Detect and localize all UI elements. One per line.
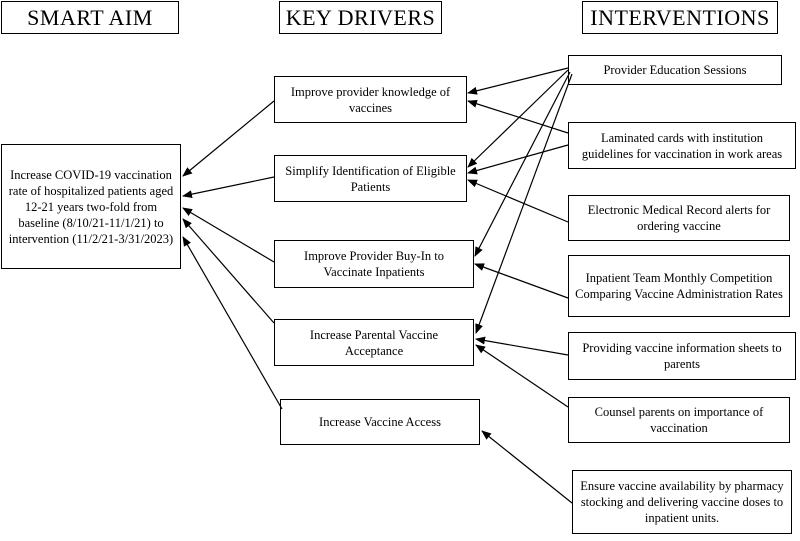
intervention-info-sheets: Providing vaccine information sheets to … bbox=[568, 332, 796, 380]
arrow-education-to-driver3 bbox=[474, 71, 571, 257]
header-smart-aim: SMART AIM bbox=[1, 1, 179, 34]
driver-vaccine-access: Increase Vaccine Access bbox=[280, 399, 480, 445]
arrow-availability-to-driver5 bbox=[481, 430, 573, 504]
arrow-driver4-to-aim bbox=[182, 218, 275, 324]
intervention-education-sessions: Provider Education Sessions bbox=[568, 55, 782, 85]
arrow-emr-to-driver2 bbox=[467, 179, 569, 223]
header-interventions: INTERVENTIONS bbox=[582, 1, 778, 34]
header-key-drivers: KEY DRIVERS bbox=[279, 1, 442, 34]
intervention-counsel-parents: Counsel parents on importance of vaccina… bbox=[568, 397, 790, 443]
driver-provider-knowledge: Improve provider knowledge of vaccines bbox=[274, 76, 467, 123]
intervention-monthly-competition: Inpatient Team Monthly Competition Compa… bbox=[568, 255, 790, 317]
arrow-counsel-to-driver4 bbox=[475, 344, 569, 408]
arrow-driver3-to-aim bbox=[182, 207, 275, 263]
arrow-driver1-to-aim bbox=[182, 100, 275, 177]
smart-aim-box: Increase COVID-19 vaccination rate of ho… bbox=[1, 144, 181, 269]
driver-provider-buy-in: Improve Provider Buy-In to Vaccinate Inp… bbox=[274, 240, 474, 288]
arrow-driver2-to-aim bbox=[182, 176, 275, 199]
arrow-cards-to-driver2 bbox=[467, 144, 569, 175]
driver-identify-eligible: Simplify Identification of Eligible Pati… bbox=[274, 155, 467, 202]
arrow-driver5-to-aim bbox=[182, 236, 283, 410]
arrow-education-to-driver2 bbox=[467, 69, 569, 168]
arrow-cards-to-driver1 bbox=[467, 99, 569, 134]
driver-parental-acceptance: Increase Parental Vaccine Acceptance bbox=[274, 319, 474, 366]
intervention-emr-alerts: Electronic Medical Record alerts for ord… bbox=[568, 195, 790, 241]
arrow-infosheets-to-driver4 bbox=[475, 336, 569, 356]
intervention-vaccine-availability: Ensure vaccine availability by pharmacy … bbox=[572, 470, 792, 534]
arrow-competition-to-driver3 bbox=[474, 263, 569, 299]
intervention-laminated-cards: Laminated cards with institution guideli… bbox=[568, 122, 796, 169]
arrow-education-to-driver1 bbox=[467, 67, 569, 95]
